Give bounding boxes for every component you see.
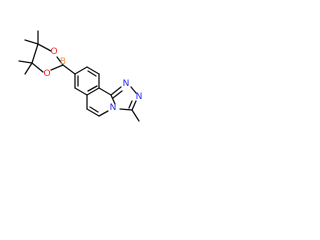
bond-pinacol-cc bbox=[31, 43, 39, 64]
bond-c5-c6 bbox=[86, 108, 100, 117]
bond-c3a-c10a bbox=[98, 87, 112, 96]
oxygen-lower-atom-label: O bbox=[43, 69, 50, 79]
bond-n1-n2 bbox=[130, 86, 137, 94]
bond-methyl-3 bbox=[18, 60, 33, 64]
bond-b-o-upper bbox=[56, 56, 64, 66]
bond-c7-c8 bbox=[74, 66, 88, 75]
bond-c5-c6-inner bbox=[89, 106, 99, 113]
bond-b-o-lower bbox=[50, 64, 64, 71]
bond-c10-c7-inner bbox=[87, 70, 97, 77]
molecule-diagram: B O O N N N bbox=[18, 30, 142, 122]
nitrogen-1-atom-label: N bbox=[123, 79, 130, 89]
bond-methyl-4 bbox=[24, 62, 33, 75]
bond-c9-c9a bbox=[74, 87, 88, 96]
boron-atom-label: B bbox=[60, 57, 66, 67]
bond-c9a-c10a bbox=[86, 87, 100, 96]
bond-layer bbox=[18, 30, 140, 122]
bond-n2-c3 bbox=[131, 100, 137, 111]
bond-c3-methyl bbox=[131, 109, 140, 122]
bond-c3a-n1 bbox=[110, 86, 122, 96]
structure-canvas: B O O N N N bbox=[0, 0, 152, 152]
bond-c10-c7 bbox=[86, 66, 100, 75]
bond-n-c3a bbox=[110, 94, 116, 105]
bond-c3a-n1-inner bbox=[112, 90, 123, 99]
bond-o-lower-c bbox=[31, 62, 44, 73]
atom-label-layer: B O O N N N bbox=[43, 47, 142, 113]
bond-o-upper-c bbox=[37, 43, 52, 52]
bond-b-c8 bbox=[62, 64, 76, 75]
nitrogen-2-atom-label: N bbox=[136, 92, 143, 102]
bond-c6-n bbox=[98, 110, 109, 117]
bond-c9a-c10a-inner bbox=[87, 85, 98, 92]
oxygen-upper-atom-label: O bbox=[50, 47, 57, 57]
bond-n2-c3-inner bbox=[128, 100, 133, 109]
bond-methyl-2 bbox=[24, 39, 39, 45]
bond-c3-n bbox=[119, 108, 133, 111]
nitrogen-bridge-atom-label: N bbox=[110, 103, 117, 113]
